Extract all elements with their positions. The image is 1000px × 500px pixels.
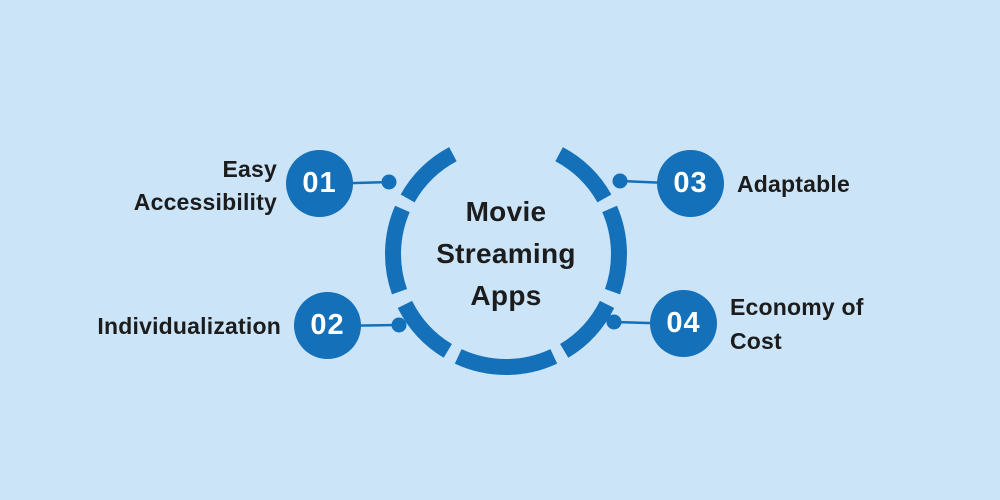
diagram-title: Movie Streaming Apps: [356, 191, 656, 317]
step-badge-04: 04: [650, 290, 717, 357]
diagram-title-line-2: Streaming: [436, 238, 576, 269]
diagram-title-line-1: Movie: [465, 196, 547, 227]
ring-segment-left: [385, 205, 410, 295]
ring-segment-top-left: [400, 147, 457, 203]
connector-dot-01: [381, 174, 397, 190]
ring-segment-bottom: [454, 349, 558, 376]
connector-dot-02: [391, 317, 407, 333]
step-label-individualization: Individualization: [97, 313, 281, 339]
step-label-adaptable: Adaptable: [737, 171, 850, 197]
ring-segment-bottom-left: [397, 300, 453, 358]
step-label-economy-of-cost: Economy of Cost: [730, 294, 864, 354]
step-badge-02: 02: [294, 292, 361, 359]
diagram-title-line-3: Apps: [470, 280, 542, 311]
ring-segment-bottom-right: [559, 300, 615, 358]
ring-segment-top-right: [555, 147, 612, 203]
connector-dot-03: [612, 173, 628, 189]
ring-segment-right: [602, 205, 627, 295]
step-badge-03: 03: [657, 150, 724, 217]
step-badge-01: 01: [286, 150, 353, 217]
step-label-easy-accessibility: Easy Accessibility: [133, 156, 277, 215]
connector-dot-04: [606, 314, 622, 330]
